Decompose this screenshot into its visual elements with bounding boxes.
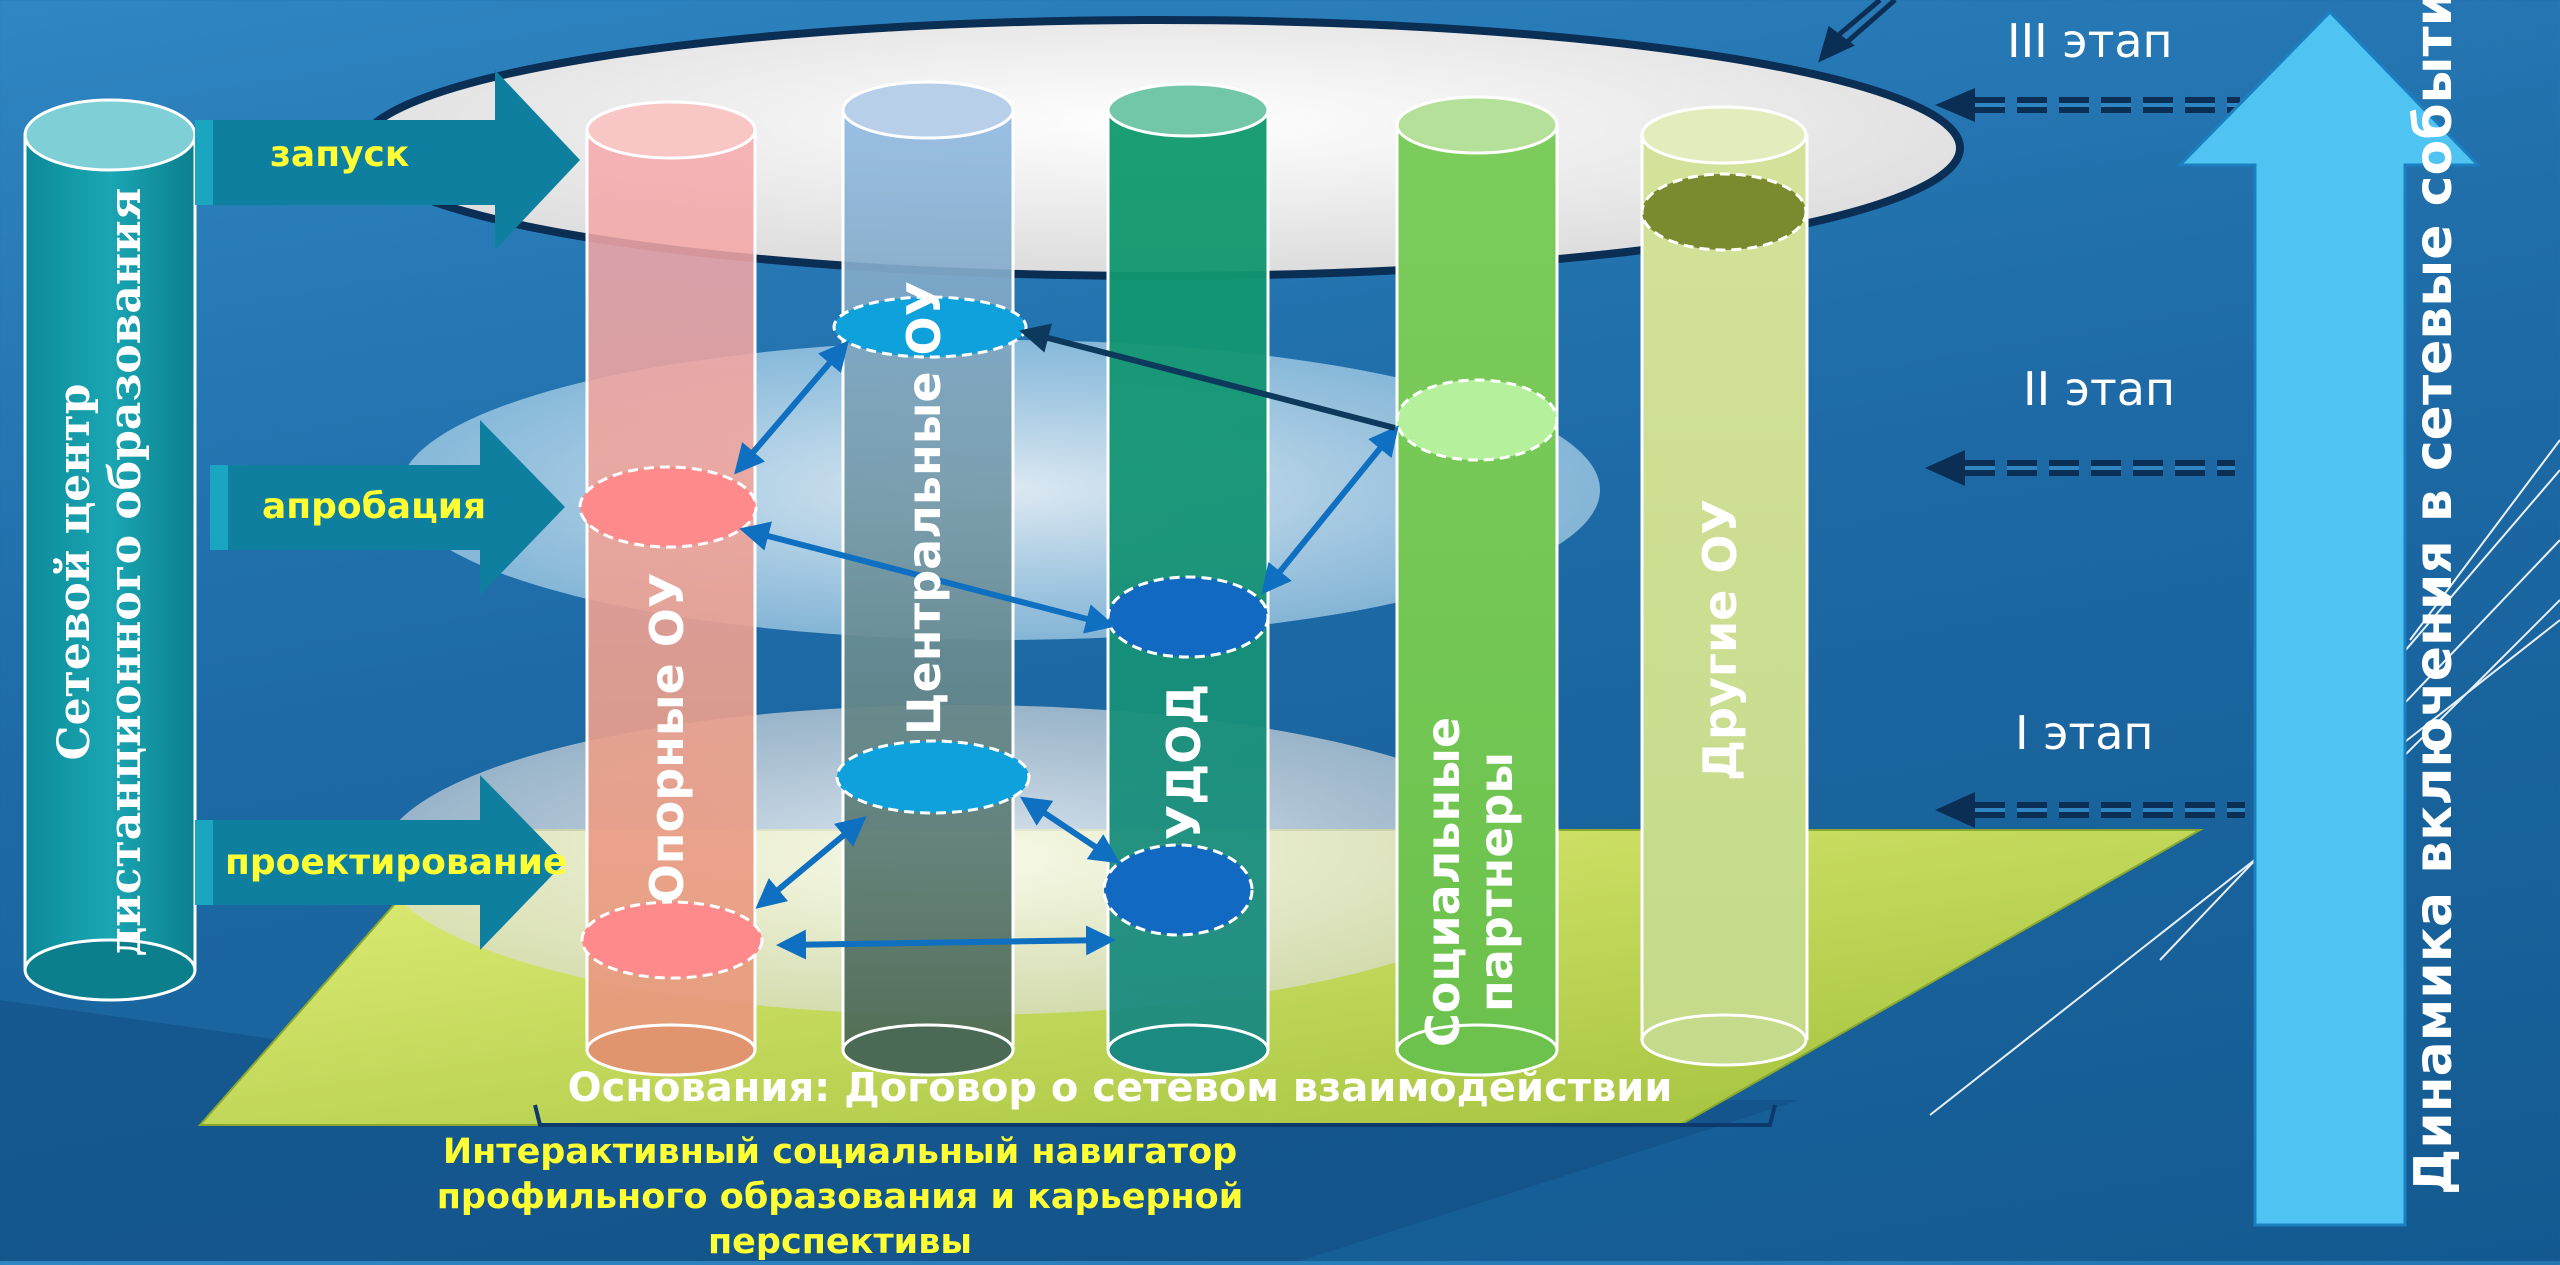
navigator-line3: перспективы <box>707 1222 972 1262</box>
stage2-label: II этап <box>2023 362 2176 416</box>
base-bracket <box>533 1104 1777 1127</box>
design-arrow <box>195 775 565 950</box>
other-schools-label: Другие ОУ <box>1693 499 1747 781</box>
support-schools-label: Опорные ОУ <box>640 572 694 904</box>
support-schools-cylinder <box>585 100 757 1077</box>
stage1-arrow <box>1935 792 2245 828</box>
social-partners-line1: Социальные <box>1416 716 1470 1048</box>
design-label: проектирование <box>225 842 568 883</box>
dynamics-label: Динамика включения в сетевые события <box>2404 0 2464 1195</box>
connector-arrow-dark <box>1019 323 1396 431</box>
top-pointer-arrow <box>1818 0 1897 63</box>
node-udod-low <box>1102 843 1254 937</box>
node-support-low <box>580 900 764 980</box>
social-partners-line2: партнеры <box>1468 752 1523 1012</box>
dynamics-arrow <box>2176 9 2482 1227</box>
stage3-arrow <box>1935 88 2240 122</box>
network-center-label: Сетевой центр дистанционного образования <box>49 152 170 992</box>
central-schools-label: Центральные ОУ <box>897 280 951 736</box>
stage3-label: III этап <box>2007 14 2173 68</box>
node-social-mid <box>1395 378 1559 462</box>
network-center-line2: дистанционного образования <box>99 187 151 957</box>
base-label: Основания: Договор о сетевом взаимодейст… <box>567 1065 1673 1111</box>
navigator-line1: Интерактивный социальный навигатор <box>442 1132 1238 1172</box>
social-partners-cylinder <box>1395 95 1559 1077</box>
testing-label: апробация <box>262 486 487 527</box>
navigator-label: Интерактивный социальный навигатор профи… <box>380 1130 1300 1265</box>
udod-label: УДОД <box>1157 683 1211 841</box>
stage2-arrow <box>1925 450 2235 486</box>
network-center-cylinder <box>23 98 197 1002</box>
connector-arrows <box>734 340 1399 960</box>
other-schools-cylinder <box>1640 105 1809 1067</box>
node-central-low <box>835 739 1031 815</box>
social-partners-label: Социальные партнеры <box>1416 632 1537 1132</box>
network-center-line1: Сетевой центр <box>49 383 100 761</box>
node-support-mid <box>578 465 758 549</box>
testing-arrow <box>210 420 565 595</box>
launch-arrow <box>195 70 580 250</box>
launch-label: запуск <box>270 134 410 175</box>
node-other-top <box>1640 172 1808 252</box>
decorative-lines <box>1929 439 2560 1116</box>
stage1-label: I этап <box>2015 706 2154 760</box>
navigator-line2: профильного образования и карьерной <box>436 1177 1244 1217</box>
